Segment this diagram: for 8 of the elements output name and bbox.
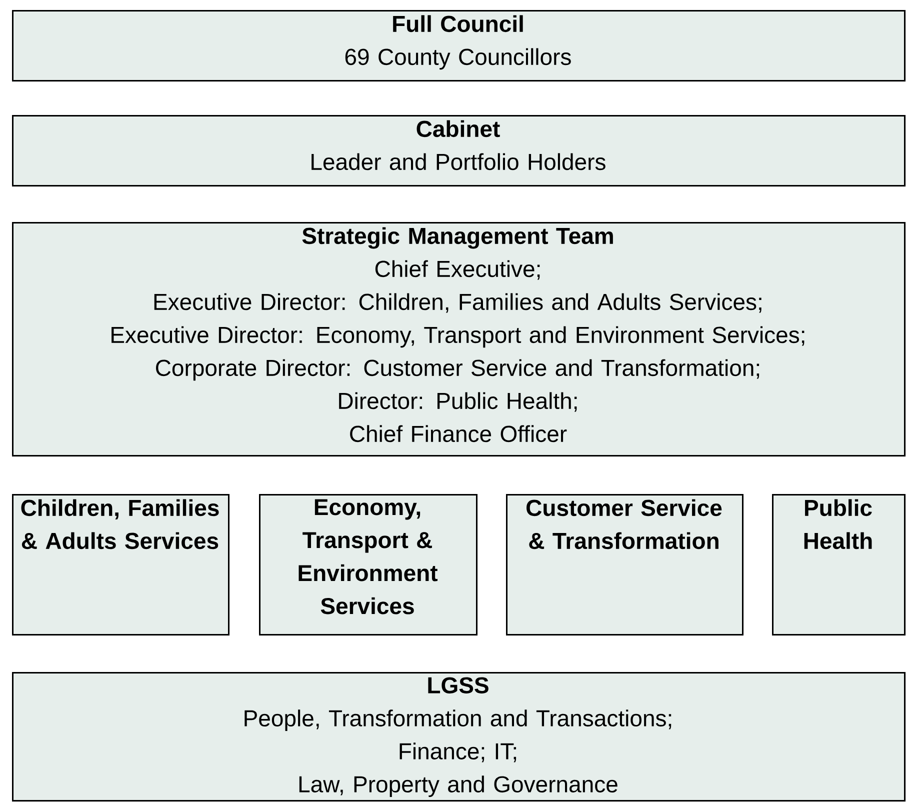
org-box: Cabinet Leader and Portfolio Holders — [12, 115, 906, 186]
org-box: Strategic Management Team Chief Executive; Executive Director: Children, Families and Adults Services; Executive Director: Economy, Transport and Environment Services; Corporate Director: Customer Service and Transformation; Director: Public Health; Chief Finance Officer — [12, 222, 906, 456]
org-box: Customer Service & Transformation — [506, 494, 744, 636]
org-box: Full Council 69 County Councillors — [12, 10, 906, 82]
org-box: Children, Families & Adults Services — [12, 494, 230, 636]
org-box: Public Health — [772, 494, 906, 636]
org-box: Economy, Transport & Environment Services — [259, 494, 478, 636]
org-box: LGSS People, Transformation and Transactions; Finance; IT; Law, Property and Governance — [12, 672, 906, 802]
